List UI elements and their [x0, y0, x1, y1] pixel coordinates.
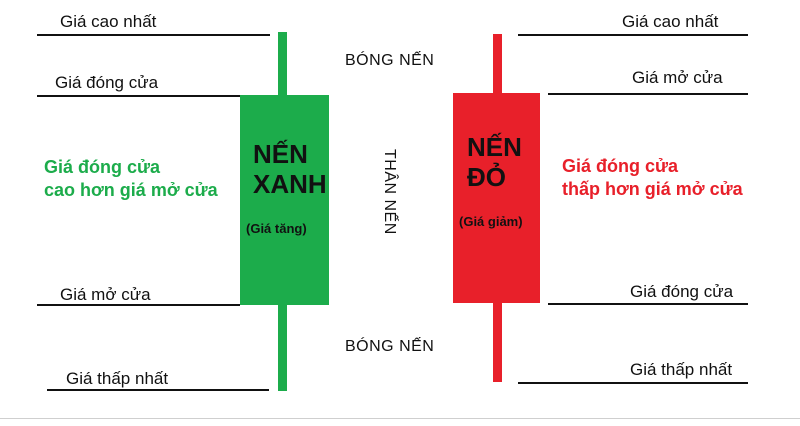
red-low-label: Giá thấp nhất [630, 360, 733, 379]
green-close-label: Giá đóng cửa [55, 73, 159, 92]
green-low-label: Giá thấp nhất [66, 369, 169, 388]
red-note: Giá đóng cửa thấp hơn giá mở cửa [562, 155, 743, 200]
red-note-line2: thấp hơn giá mở cửa [562, 178, 743, 199]
green-note-line2: cao hơn giá mở cửa [44, 179, 218, 200]
green-open-line [37, 304, 240, 306]
red-open-line [548, 93, 748, 95]
red-close-line [548, 303, 748, 305]
red-candle-title: NẾN ĐỎ [467, 132, 522, 193]
red-candle-body [453, 93, 540, 303]
red-open-label: Giá mở cửa [632, 68, 723, 87]
red-close-label: Giá đóng cửa [630, 282, 734, 301]
bottom-divider [0, 418, 800, 419]
green-candle-subtitle: (Giá tăng) [246, 221, 307, 236]
upper-shadow-label: BÓNG NẾN [345, 52, 435, 69]
lower-shadow-label: BÓNG NẾN [345, 338, 435, 355]
red-high-line [518, 34, 748, 36]
green-high-line [37, 34, 270, 36]
green-close-line [37, 95, 240, 97]
red-high-label: Giá cao nhất [622, 12, 719, 31]
green-note-line1: Giá đóng cửa [44, 157, 161, 177]
candle-body-label: THÂN NẾN [381, 149, 398, 235]
green-candle-title: NẾN XANH [253, 139, 327, 200]
red-note-line1: Giá đóng cửa [562, 156, 679, 176]
green-note: Giá đóng cửa cao hơn giá mở cửa [44, 156, 218, 201]
red-candle-title-line1: NẾN [467, 132, 522, 162]
green-open-label: Giá mở cửa [60, 285, 151, 304]
green-candle-body [240, 95, 329, 305]
red-low-line [518, 382, 748, 384]
red-candle-title-line2: ĐỎ [467, 161, 506, 192]
green-candle-title-line1: NẾN [253, 139, 308, 169]
green-high-label: Giá cao nhất [60, 12, 157, 31]
green-candle-title-line2: XANH [253, 168, 327, 199]
green-low-line [47, 389, 269, 391]
red-candle-subtitle: (Giá giảm) [459, 214, 523, 229]
